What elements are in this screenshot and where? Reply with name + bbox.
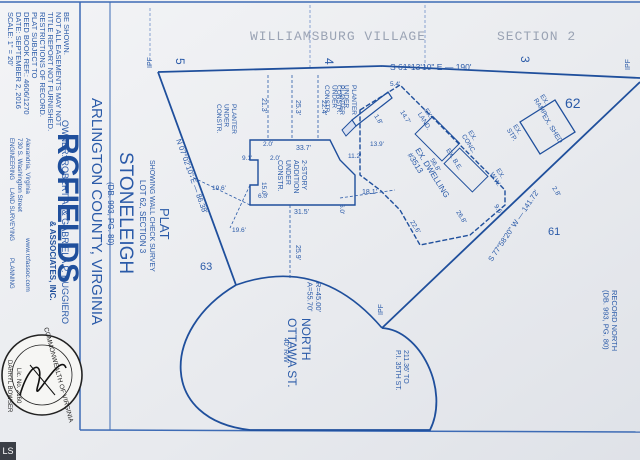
deed-note: DEED BOOK REF.: 4606/1270 (22, 12, 31, 115)
ipf-marker-2: IPF (625, 59, 632, 70)
ipf-marker-1: IPF (147, 57, 154, 68)
cul-de-sac-arc (179, 284, 438, 431)
north-boundary-east (381, 65, 640, 79)
dim-25-9: 25.9' (294, 245, 301, 260)
deed-ref: (DB. 993, PG. 80) (106, 182, 115, 246)
north-bearing: S 61°13'10" E — 190' (390, 62, 472, 72)
service-3: PLANNING (8, 258, 14, 289)
lot-number-63: 63 (200, 261, 212, 273)
dim-9-1: 9.1' (242, 155, 252, 162)
dim-15-0: 15.0' (260, 182, 267, 196)
plat-title: PLAT (157, 208, 172, 240)
county-name: ARLINGTON COUNTY, VIRGINIA (88, 98, 105, 325)
dim-2-0: 2.0' (263, 141, 273, 148)
service-2: LAND SURVEYING (8, 188, 14, 241)
street-name: NORTHOTTAWA ST. (285, 318, 313, 388)
note-line-5: BE SHOWN. (62, 12, 71, 55)
surveyor-seal: COMMONWEALTH OF VIRGINIA DARRYL BOWSER L… (1, 327, 83, 424)
existing-shed (519, 99, 576, 155)
note-line-2: RESTRICTIONS OF RECORD. (38, 12, 47, 117)
addition-label: 2-STORYADDITIONUNDERCONSTR. (276, 160, 307, 193)
dim-31-5: 31.5' (294, 209, 309, 216)
scale-note: SCALE: 1" = 20' (6, 12, 15, 66)
owner-line: OWNER: ROBERT A. & GABRIELA P. RUGGIERO (60, 120, 70, 324)
company-web: www.rcfassoc.com (24, 237, 31, 292)
dim-19-6: 19.6' (212, 185, 226, 192)
distance-to-street: 211.36' TOP.I. 35TH ST. (394, 350, 409, 391)
note-line-4: NOT ALL EASEMENTS MAY NOT (54, 12, 63, 127)
date-note: DATE: SEPTEMBER 2, 2016 (14, 12, 23, 109)
seal-license: Lic. No. 2160 (15, 368, 21, 404)
dim-6-0: 6.0' (258, 193, 268, 200)
dim-9-5: 9.5' (492, 203, 503, 215)
dim-11-2: 11.2' (348, 153, 361, 160)
ipf-marker-3: IPF (378, 304, 385, 315)
company-address: 730 S. Washington Street (16, 138, 23, 212)
title-block: SCALE: 1" = 20' DATE: SEPTEMBER 2, 2016 … (6, 12, 71, 131)
west-boundary (157, 71, 237, 286)
dim-6-0-b: 6.0' (338, 204, 345, 214)
border-bottom (79, 429, 640, 433)
company-sub: & ASSOCIATES, INC. (48, 221, 57, 301)
record-north: RECORD NORTH(DB. 993, PG. 80) (601, 290, 619, 351)
company-block: RCFIELDS & ASSOCIATES, INC. (48, 133, 84, 301)
east-boundary (381, 81, 640, 329)
dim-5-4: 5.4' (390, 81, 400, 88)
section-name: SECTION 2 (497, 29, 576, 44)
north-boundary (157, 65, 383, 73)
dim-21-3: 21.3' (260, 98, 267, 113)
county-block: ARLINGTON COUNTY, VIRGINIA (88, 98, 105, 325)
seal-name: DARRYL BOWSER (6, 360, 12, 413)
existing-dwelling (359, 84, 506, 246)
dim-19-6-b: 19.6' (232, 227, 246, 234)
setback-west-1 (189, 175, 251, 206)
dim-2-0-b: 2.0' (270, 155, 280, 162)
note-line-1: PLAT SUBJECT TO (30, 12, 39, 79)
lot-number-3: 3 (518, 56, 532, 63)
lot-number-61: 61 (548, 226, 560, 238)
company-contact: ENGINEERING LAND SURVEYING PLANNING 730 … (8, 138, 31, 292)
dim-13-9: 13.9' (370, 141, 384, 148)
company-logo: RCFIELDS (51, 133, 84, 283)
dim-2-8: 2.8' (550, 185, 561, 197)
dim-22-4: 22.4' (320, 100, 327, 115)
lot-number-4: 4 (322, 58, 336, 65)
dim-33-7: 33.7' (296, 145, 311, 152)
lot-number-5: 5 (173, 58, 187, 65)
subdivision-name: STONELEIGH (115, 152, 136, 274)
company-city: Alexandria, Virginia (24, 138, 31, 194)
plat-description: SHOWING WALL CHECK SURVEY (148, 160, 155, 272)
curve-data: R=45.00'A=55.70' (305, 282, 323, 313)
note-line-3: TITLE REPORT NOT FURNISHED. (46, 12, 55, 131)
plat-title-block: PLAT SHOWING WALL CHECK SURVEY LOT 62, S… (106, 152, 172, 274)
owner-block: OWNER: ROBERT A. & GABRIELA P. RUGGIERO (60, 120, 70, 324)
planter-label-3: PLANTERUNDERCONSTR. (323, 85, 345, 115)
service-1: ENGINEERING (8, 138, 14, 180)
right-of-way: 40' R/W (282, 338, 289, 363)
lot-number-62: 62 (565, 95, 581, 111)
village-name: WILLIAMSBURG VILLAGE (250, 29, 426, 44)
lot-section: LOT 62, SECTION 3 (138, 180, 147, 254)
existing-bay (443, 147, 489, 193)
planter-label-1: PLANTERUNDERCONSTR. (215, 104, 237, 134)
dim-18-1: 18.1' (362, 189, 377, 196)
setback-west-2 (229, 184, 251, 229)
existing-concrete (414, 115, 461, 162)
corner-badge: LS (0, 442, 16, 460)
setback-east (339, 189, 396, 199)
dim-25-3: 25.3' (294, 100, 301, 115)
front-curve (235, 275, 383, 329)
signature (19, 364, 67, 396)
planter-label-2: PLANTERUNDERCONSTR. (335, 85, 357, 115)
dim-1-8: 1.8' (372, 113, 383, 125)
